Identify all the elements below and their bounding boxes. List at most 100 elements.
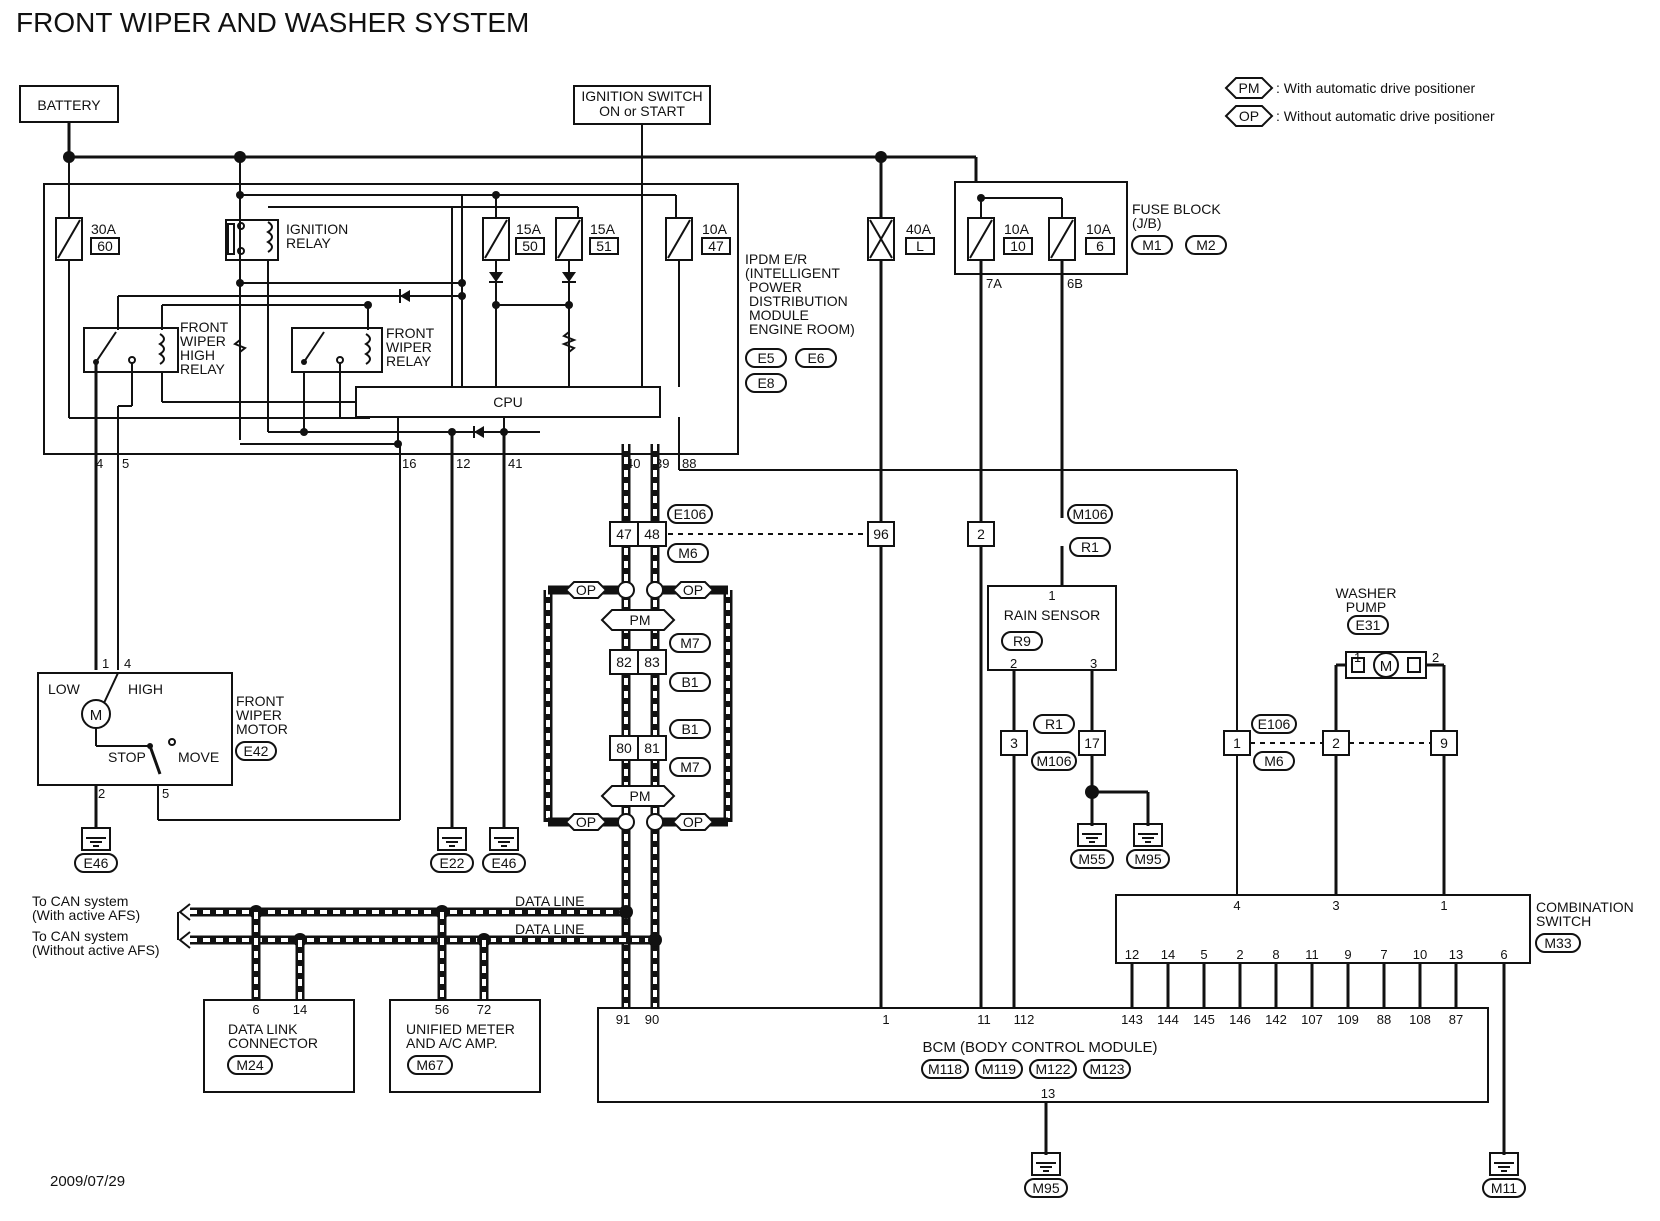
ipdm-conn-e6: E6 [807, 350, 824, 366]
battery-label: BATTERY [37, 97, 101, 113]
ipdm-module: 30A 60 IGNITION RELAY 15A 50 15A 51 [43, 157, 855, 471]
can-line1-1: To CAN system [32, 893, 128, 909]
ignition-relay-label-2: RELAY [286, 235, 332, 251]
fuse-50-number: 50 [522, 238, 538, 254]
motor-pin-1: 1 [102, 656, 109, 671]
rain-pin-2: 2 [1010, 656, 1017, 671]
combo-name-2: SWITCH [1536, 913, 1591, 929]
high-relay-label-3: HIGH [180, 347, 215, 363]
ground-label: M95 [1134, 851, 1161, 867]
pm-tag-1: PM [630, 612, 651, 628]
ground-icon: E22 [430, 816, 474, 873]
fusible-link-amp: 40A [906, 221, 932, 237]
high-relay-label-2: WIPER [180, 333, 226, 349]
motor-low-label: LOW [48, 681, 81, 697]
washer-name-2: PUMP [1346, 599, 1386, 615]
conn-pin-3: 3 [1010, 735, 1018, 751]
fuse-10-number: 10 [1010, 238, 1026, 254]
dlc-name-2: CONNECTOR [228, 1035, 318, 1051]
conn-m7-label-1: M7 [680, 635, 700, 651]
high-relay-label-1: FRONT [180, 319, 229, 335]
conn-pin-9: 9 [1440, 735, 1448, 751]
ipdm-conn-e5: E5 [757, 350, 774, 366]
meter-pin-56: 56 [435, 1002, 449, 1017]
meter-conn: M67 [416, 1057, 443, 1073]
fuse-block: 10A 10 10A 6 7A 6B FUSE BLOCK (J/B) M1 M… [954, 181, 1227, 1008]
fuse-block-name-1: FUSE BLOCK [1132, 201, 1221, 217]
fuse-60-number: 60 [97, 238, 113, 254]
rain-pin-1: 1 [1048, 588, 1055, 603]
ignition-switch-label-2: ON or START [599, 103, 685, 119]
bcm-pin-91: 91 [616, 1012, 630, 1027]
op-tag-3: OP [576, 814, 596, 830]
washer-name-1: WASHER [1336, 585, 1397, 601]
conn-m6-label-1: M6 [678, 545, 698, 561]
ground-label: M11 [1491, 1180, 1517, 1196]
legend-op-tag: OP [1239, 108, 1259, 124]
fuse-block-conn-m1: M1 [1142, 237, 1162, 253]
conn-pin-47: 47 [616, 526, 632, 542]
bcm-name: BCM (BODY CONTROL MODULE) [922, 1039, 1157, 1056]
data-line-label-2: DATA LINE [515, 921, 585, 937]
combo-bottom-pin: 10 [1413, 947, 1427, 962]
front-wiper-motor: 1 4 LOW HIGH M STOP MOVE 2 5 FRONT WIPER… [37, 656, 288, 830]
ignition-switch-label-1: IGNITION SWITCH [581, 88, 702, 104]
page-title: FRONT WIPER AND WASHER SYSTEM [16, 7, 529, 38]
bcm-pin-112: 112 [1014, 1012, 1035, 1027]
fuse-60-amp: 30A [91, 221, 117, 237]
can-line1-2: (With active AFS) [32, 907, 140, 923]
conn-m7-label-2: M7 [680, 759, 700, 775]
conn-pin-2b: 2 [1332, 735, 1340, 751]
motor-high-label: HIGH [128, 681, 163, 697]
conn-e106-label-2: E106 [1258, 716, 1291, 732]
legend-pm-text: : With automatic drive positioner [1276, 80, 1476, 96]
legend: PM : With automatic drive positioner OP … [1224, 77, 1495, 127]
ignition-relay-label-1: IGNITION [286, 221, 348, 237]
data-link-connector: 6 14 DATA LINK CONNECTOR M24 [203, 999, 355, 1093]
conn-pin-83: 83 [644, 654, 660, 670]
dlc-pin-6: 6 [252, 1002, 259, 1017]
fuse-block-name-2: (J/B) [1132, 215, 1162, 231]
motor-pin-2: 2 [98, 786, 105, 801]
bcm-pin: 142 [1265, 1012, 1287, 1027]
bcm-pin: 87 [1449, 1012, 1463, 1027]
ground-label: M95 [1032, 1180, 1059, 1196]
legend-pm-tag: PM [1239, 80, 1260, 96]
bcm-pin-90: 90 [645, 1012, 659, 1027]
fuse-51-amp: 15A [590, 221, 616, 237]
combo-top-pin-1: 1 [1440, 898, 1447, 913]
high-relay-label-4: RELAY [180, 361, 226, 377]
bcm-pin: 109 [1337, 1012, 1359, 1027]
combo-top-pin-4: 4 [1233, 898, 1240, 913]
ipdm-name-2: (INTELLIGENT [745, 265, 840, 281]
combo-bottom-pin: 7 [1380, 947, 1387, 962]
op-tag-2: OP [683, 582, 703, 598]
can-line2-1: To CAN system [32, 928, 128, 944]
conn-r1-label-2: R1 [1045, 716, 1063, 732]
cpu-label: CPU [493, 394, 523, 410]
ipdm-pin-16: 16 [402, 456, 416, 471]
conn-r1-label-1: R1 [1081, 539, 1099, 555]
motor-name-2: WIPER [236, 707, 282, 723]
dlc-conn: M24 [236, 1057, 263, 1073]
conn-m6-label-2: M6 [1264, 753, 1284, 769]
legend-op-text: : Without automatic drive positioner [1276, 108, 1495, 124]
conn-m106-label-2: M106 [1036, 753, 1071, 769]
ipdm-name-6: ENGINE ROOM) [749, 321, 855, 337]
battery-bus [63, 122, 978, 387]
pm-tag-2: PM [630, 788, 651, 804]
fuse-47-number: 47 [708, 238, 724, 254]
bcm-pin: 88 [1377, 1012, 1391, 1027]
combo-conn: M33 [1544, 935, 1571, 951]
ground-icon: M95 [1126, 812, 1170, 869]
bcm-conn-m119: M119 [982, 1061, 1016, 1077]
combo-bottom-pin: 9 [1344, 947, 1351, 962]
ipdm-pin-4: 4 [96, 456, 103, 471]
battery-box [19, 85, 119, 123]
bcm-pin: 146 [1229, 1012, 1251, 1027]
combo-bottom-pin: 13 [1449, 947, 1463, 962]
bcm-pin: 144 [1157, 1012, 1179, 1027]
